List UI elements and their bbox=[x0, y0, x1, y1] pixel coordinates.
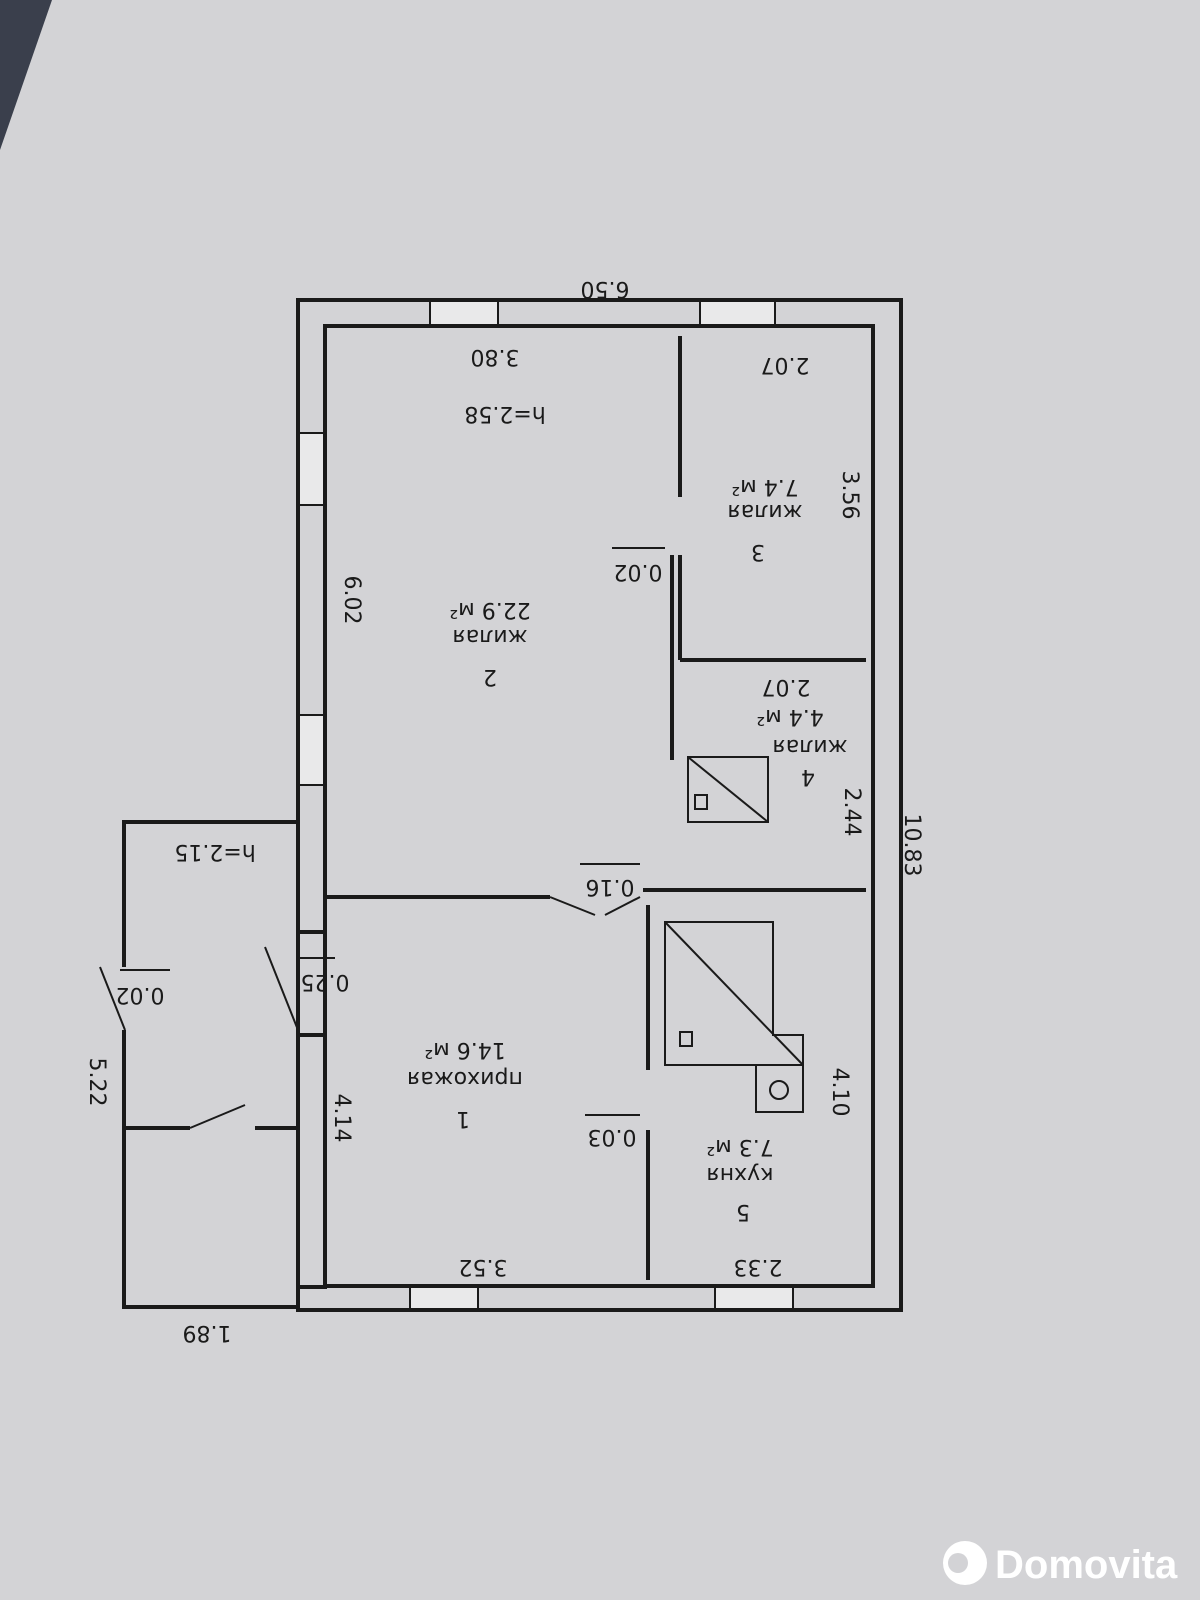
dim-wall-offset: 0.25 bbox=[301, 969, 350, 994]
hob-ring-icon bbox=[769, 1080, 789, 1100]
porch-wall-upper bbox=[122, 820, 298, 967]
room3-number: 3 bbox=[751, 539, 765, 564]
room2-name: жилая bbox=[453, 624, 528, 649]
dim-room2-length: 6.02 bbox=[339, 576, 364, 625]
window-bottom-left bbox=[409, 1286, 479, 1310]
dim-overall-length: 10.83 bbox=[899, 814, 924, 877]
room4-number: 4 bbox=[801, 764, 815, 789]
dim-porch-width: 1.89 bbox=[183, 1320, 232, 1345]
watermark: Domovita bbox=[943, 1541, 1178, 1587]
room3-name: жилая bbox=[728, 499, 803, 524]
dim-porch-length: 5.22 bbox=[84, 1058, 109, 1107]
sheet-corner-shadow bbox=[0, 0, 52, 150]
dim-room3-width: 2.07 bbox=[761, 352, 810, 377]
porch-door-swing bbox=[189, 1104, 246, 1129]
kitchen-area: 7.3 м² bbox=[706, 1134, 773, 1159]
watermark-text: Domovita bbox=[995, 1543, 1178, 1587]
porch-wall-lower bbox=[122, 1030, 298, 1309]
room4-area: 4.4 м² bbox=[756, 704, 823, 729]
room1-name: прихожая bbox=[407, 1066, 523, 1091]
room3-area: 7.4 м² bbox=[731, 474, 798, 499]
dim-porch-offset: 0.02 bbox=[116, 982, 165, 1007]
room4-name: жилая bbox=[773, 734, 848, 759]
dim-overall-width: 6.50 bbox=[581, 276, 630, 301]
kitchen-name: кухня bbox=[707, 1162, 774, 1187]
hall-west-wall bbox=[296, 1033, 327, 1289]
dim-kitchen-width: 2.33 bbox=[734, 1254, 783, 1279]
stove-kitchen-hob bbox=[755, 1064, 804, 1113]
stove-room4-diagonal bbox=[687, 756, 769, 823]
dim-room4-length: 2.44 bbox=[839, 788, 864, 837]
inner-wall bbox=[323, 324, 875, 1288]
dim-room2-offset: 0.02 bbox=[614, 559, 663, 584]
dim-room1-length: 4.14 bbox=[329, 1094, 354, 1143]
stove-kitchen bbox=[664, 921, 804, 1066]
outer-wall bbox=[296, 298, 903, 1312]
dim-room1-width: 3.52 bbox=[459, 1254, 508, 1279]
door-swing-right bbox=[604, 896, 641, 916]
room1-area: 14.6 м² bbox=[424, 1037, 505, 1062]
room1-number: 1 bbox=[456, 1106, 470, 1131]
watermark-logo-inner bbox=[948, 1553, 968, 1573]
dim-room1-offset: 0.03 bbox=[588, 1124, 637, 1149]
height-main: h=2.58 bbox=[464, 401, 545, 426]
window-top-right bbox=[699, 300, 776, 326]
window-bottom-right bbox=[714, 1286, 794, 1310]
entrance-door-swing bbox=[264, 946, 299, 1031]
dim-room4-width: 2.07 bbox=[762, 674, 811, 699]
dim-room3-length: 3.56 bbox=[837, 471, 862, 520]
window-left-lower bbox=[298, 714, 325, 786]
height-porch: h=2.15 bbox=[174, 839, 255, 864]
stove-kitchen-diagonal bbox=[664, 921, 804, 1066]
kitchen-number: 5 bbox=[736, 1199, 750, 1224]
stove-kitchen-door bbox=[679, 1031, 693, 1047]
stove-room4 bbox=[687, 756, 769, 823]
window-top-left bbox=[429, 300, 499, 326]
room2-area: 22.9 м² bbox=[449, 597, 530, 622]
door-swing-left bbox=[549, 896, 596, 916]
dim-door-main: 0.16 bbox=[586, 874, 635, 899]
stove-room4-door bbox=[694, 794, 708, 810]
room2-number: 2 bbox=[483, 664, 497, 689]
dim-room2-width: 3.80 bbox=[471, 344, 520, 369]
dim-kitchen-length: 4.10 bbox=[827, 1068, 852, 1117]
window-left-upper bbox=[298, 432, 325, 506]
porch-door-outer bbox=[99, 966, 126, 1031]
